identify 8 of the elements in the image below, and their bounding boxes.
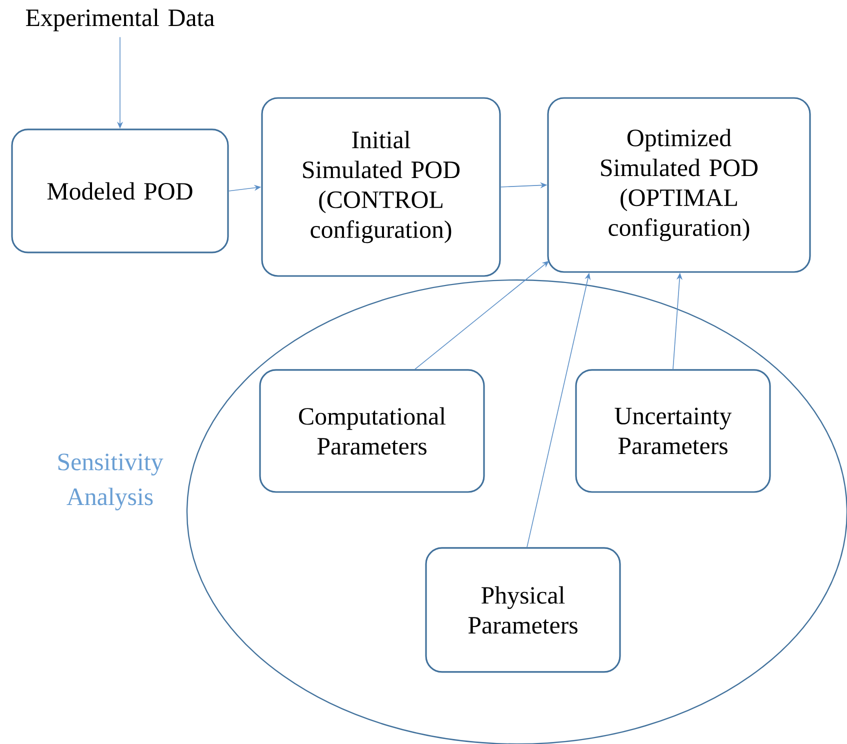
process-box: Modeled POD — [11, 128, 229, 254]
process-box: Uncertainty Parameters — [575, 369, 771, 493]
group-label: Sensitivity Analysis — [58, 454, 164, 510]
process-box: Initial Simulated POD (CONTROL configuration) — [261, 97, 501, 277]
process-box: Physical Parameters — [425, 547, 621, 673]
source-label: Experimental Data — [26, 8, 214, 32]
process-box: Computational Parameters — [259, 369, 485, 493]
process-box: Optimized Simulated POD (OPTIMAL configuration) — [547, 97, 811, 273]
